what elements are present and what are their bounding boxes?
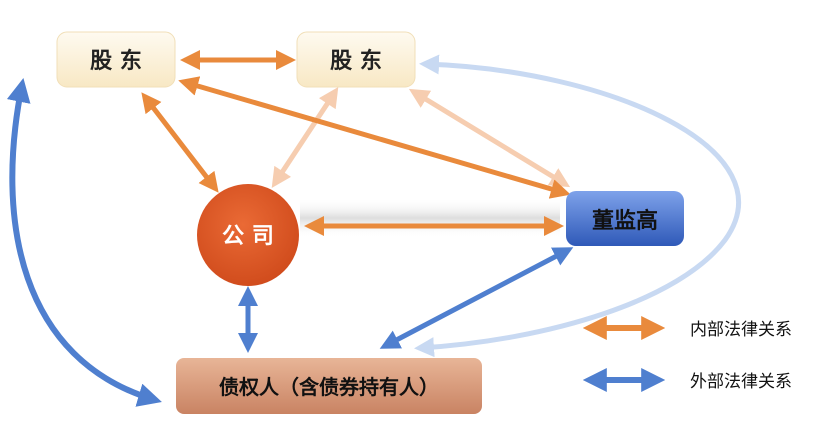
arrow-shareholder-left-company — [141, 92, 219, 193]
node-shareholder-right: 股 东 — [296, 31, 416, 88]
company-label: 公 司 — [222, 224, 274, 249]
shareholder-right-label: 股 东 — [330, 48, 382, 74]
arrow-shareholder-left-executives — [178, 76, 571, 199]
node-executives: 董监高 — [566, 191, 684, 246]
node-shareholder-left: 股 东 — [56, 31, 176, 88]
legend-item-internal: 内部法律关系 — [582, 316, 792, 340]
executives-label: 董监高 — [592, 208, 658, 234]
legend-label-internal: 内部法律关系 — [690, 320, 792, 340]
legend: 内部法律关系 外部法律关系 — [582, 316, 792, 392]
node-company: 公 司 — [197, 184, 299, 286]
legend-item-external: 外部法律关系 — [582, 368, 792, 392]
connector-shadow — [300, 198, 560, 238]
arrow-company-shareholder-right — [271, 86, 339, 189]
shareholder-left-label: 股 东 — [90, 48, 142, 74]
creditors-label: 债权人（含债券持有人） — [219, 375, 439, 399]
legend-label-external: 外部法律关系 — [690, 372, 792, 392]
arrow-executives-creditors — [379, 247, 574, 349]
arrow-shareholder-left-creditors — [6, 77, 162, 407]
node-creditors: 债权人（含债券持有人） — [176, 358, 482, 414]
